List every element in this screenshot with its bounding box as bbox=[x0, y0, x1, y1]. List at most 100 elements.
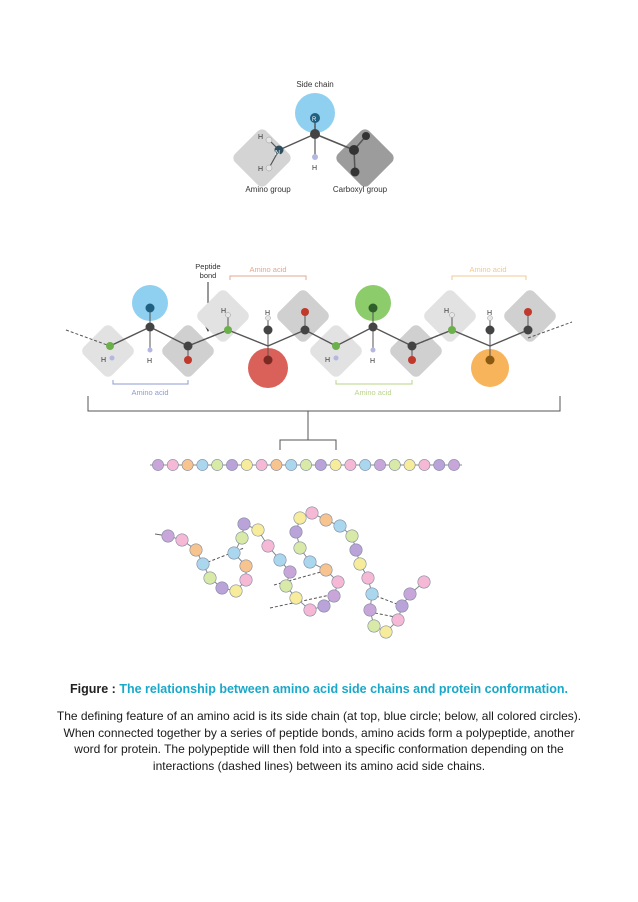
folded-bead bbox=[239, 559, 253, 573]
bead bbox=[226, 459, 238, 471]
bead bbox=[344, 459, 357, 471]
folded-bead bbox=[379, 625, 393, 639]
bead bbox=[314, 459, 327, 471]
folded-bead bbox=[215, 581, 229, 595]
side-chain-circle-red bbox=[248, 348, 288, 388]
svg-text:H: H bbox=[258, 166, 263, 173]
folded-bead bbox=[317, 599, 331, 613]
bead bbox=[329, 459, 342, 471]
folded-bead bbox=[235, 531, 249, 545]
folded-bead bbox=[319, 513, 333, 527]
folded-bead bbox=[289, 591, 303, 605]
r-atom bbox=[310, 113, 320, 123]
figure-caption-label: Figure : bbox=[70, 682, 120, 696]
alpha-carbon-atom bbox=[310, 129, 320, 139]
folded-bead bbox=[175, 533, 189, 547]
peptide-chain: Peptide bond Amino acid Amino acid bbox=[65, 262, 573, 450]
folded-bead bbox=[365, 587, 379, 601]
carboxyl-group-label: Carboxyl group bbox=[333, 185, 388, 194]
bead bbox=[196, 459, 209, 471]
folded-bead bbox=[333, 519, 347, 533]
side-chain-label: Side chain bbox=[296, 80, 333, 89]
folded-bead bbox=[273, 553, 287, 567]
amino-acid-structure: Side chain H N H H R Amino group Carboxy… bbox=[233, 80, 394, 194]
folded-bead bbox=[353, 557, 367, 571]
amino-acid-label-bottom-1: Amino acid bbox=[131, 388, 168, 397]
carboxyl-carbon-atom bbox=[349, 145, 359, 155]
bead bbox=[166, 459, 179, 471]
folded-bead bbox=[293, 511, 307, 525]
peptide-bond-label-2: bond bbox=[200, 271, 217, 280]
amino-group-label: Amino group bbox=[245, 185, 291, 194]
bead bbox=[403, 459, 416, 471]
figure-caption: Figure : The relationship between amino … bbox=[40, 682, 598, 696]
folded-bead bbox=[261, 539, 275, 553]
bead bbox=[374, 459, 386, 471]
folded-bead bbox=[189, 543, 203, 557]
bead bbox=[181, 459, 194, 471]
amino-acid-label-bottom-2: Amino acid bbox=[354, 388, 391, 397]
folded-bead bbox=[395, 599, 409, 613]
bead bbox=[285, 459, 298, 471]
side-chain-circle-orange bbox=[471, 349, 509, 387]
svg-text:H: H bbox=[265, 310, 270, 317]
svg-text:N: N bbox=[275, 150, 280, 157]
svg-text:R: R bbox=[312, 117, 317, 123]
bead bbox=[211, 459, 224, 471]
folded-bead bbox=[227, 546, 241, 560]
folded-bead bbox=[289, 525, 303, 539]
folded-bead bbox=[196, 557, 210, 571]
folded-bead bbox=[293, 541, 307, 555]
bead bbox=[240, 459, 253, 471]
svg-text:H: H bbox=[147, 358, 152, 365]
polypeptide-bead-chain bbox=[150, 459, 462, 471]
svg-text:H: H bbox=[258, 134, 263, 141]
folded-bead bbox=[349, 543, 363, 557]
folded-bead bbox=[251, 523, 265, 537]
svg-text:H: H bbox=[101, 357, 106, 364]
amino-group-box bbox=[233, 129, 291, 187]
folded-bead bbox=[319, 563, 333, 577]
folded-bead bbox=[239, 573, 253, 587]
nitrogen-atom bbox=[274, 145, 284, 155]
figure-caption-title: The relationship between amino acid side… bbox=[119, 682, 568, 696]
folded-bead bbox=[391, 613, 405, 627]
folded-bead bbox=[363, 603, 377, 617]
folded-bead bbox=[279, 579, 293, 593]
folded-bead bbox=[361, 571, 375, 585]
svg-text:H: H bbox=[487, 310, 492, 317]
svg-text:H: H bbox=[312, 165, 317, 172]
folded-bead bbox=[331, 575, 345, 589]
bead bbox=[388, 459, 401, 471]
svg-text:H: H bbox=[444, 308, 449, 315]
bead bbox=[418, 459, 431, 471]
folded-bead bbox=[161, 529, 175, 543]
folded-bead bbox=[305, 506, 319, 520]
folded-bead bbox=[367, 619, 381, 633]
svg-text:H: H bbox=[221, 308, 226, 315]
folded-bead bbox=[403, 587, 417, 601]
folded-bead bbox=[327, 589, 341, 603]
figure-description: The defining feature of an amino acid is… bbox=[56, 709, 582, 773]
folded-bead bbox=[283, 565, 297, 579]
folded-bead bbox=[303, 603, 317, 617]
bead bbox=[448, 459, 460, 471]
peptide-bond-label-1: Peptide bbox=[195, 262, 220, 271]
side-chain-circle-green bbox=[355, 285, 391, 321]
bead bbox=[433, 459, 446, 471]
folded-bead bbox=[203, 571, 217, 585]
folded-bead bbox=[237, 517, 251, 531]
side-chain-circle-blue bbox=[132, 285, 168, 321]
folded-bead bbox=[417, 575, 431, 589]
amino-acid-label-top-1: Amino acid bbox=[249, 265, 286, 274]
bead bbox=[152, 459, 164, 471]
svg-text:H: H bbox=[370, 358, 375, 365]
bead bbox=[270, 459, 283, 471]
bead bbox=[359, 459, 372, 471]
bead bbox=[300, 459, 312, 471]
folded-polypeptide bbox=[154, 506, 431, 639]
svg-text:H: H bbox=[325, 357, 330, 364]
folded-bead bbox=[345, 529, 359, 543]
bead bbox=[255, 459, 268, 471]
